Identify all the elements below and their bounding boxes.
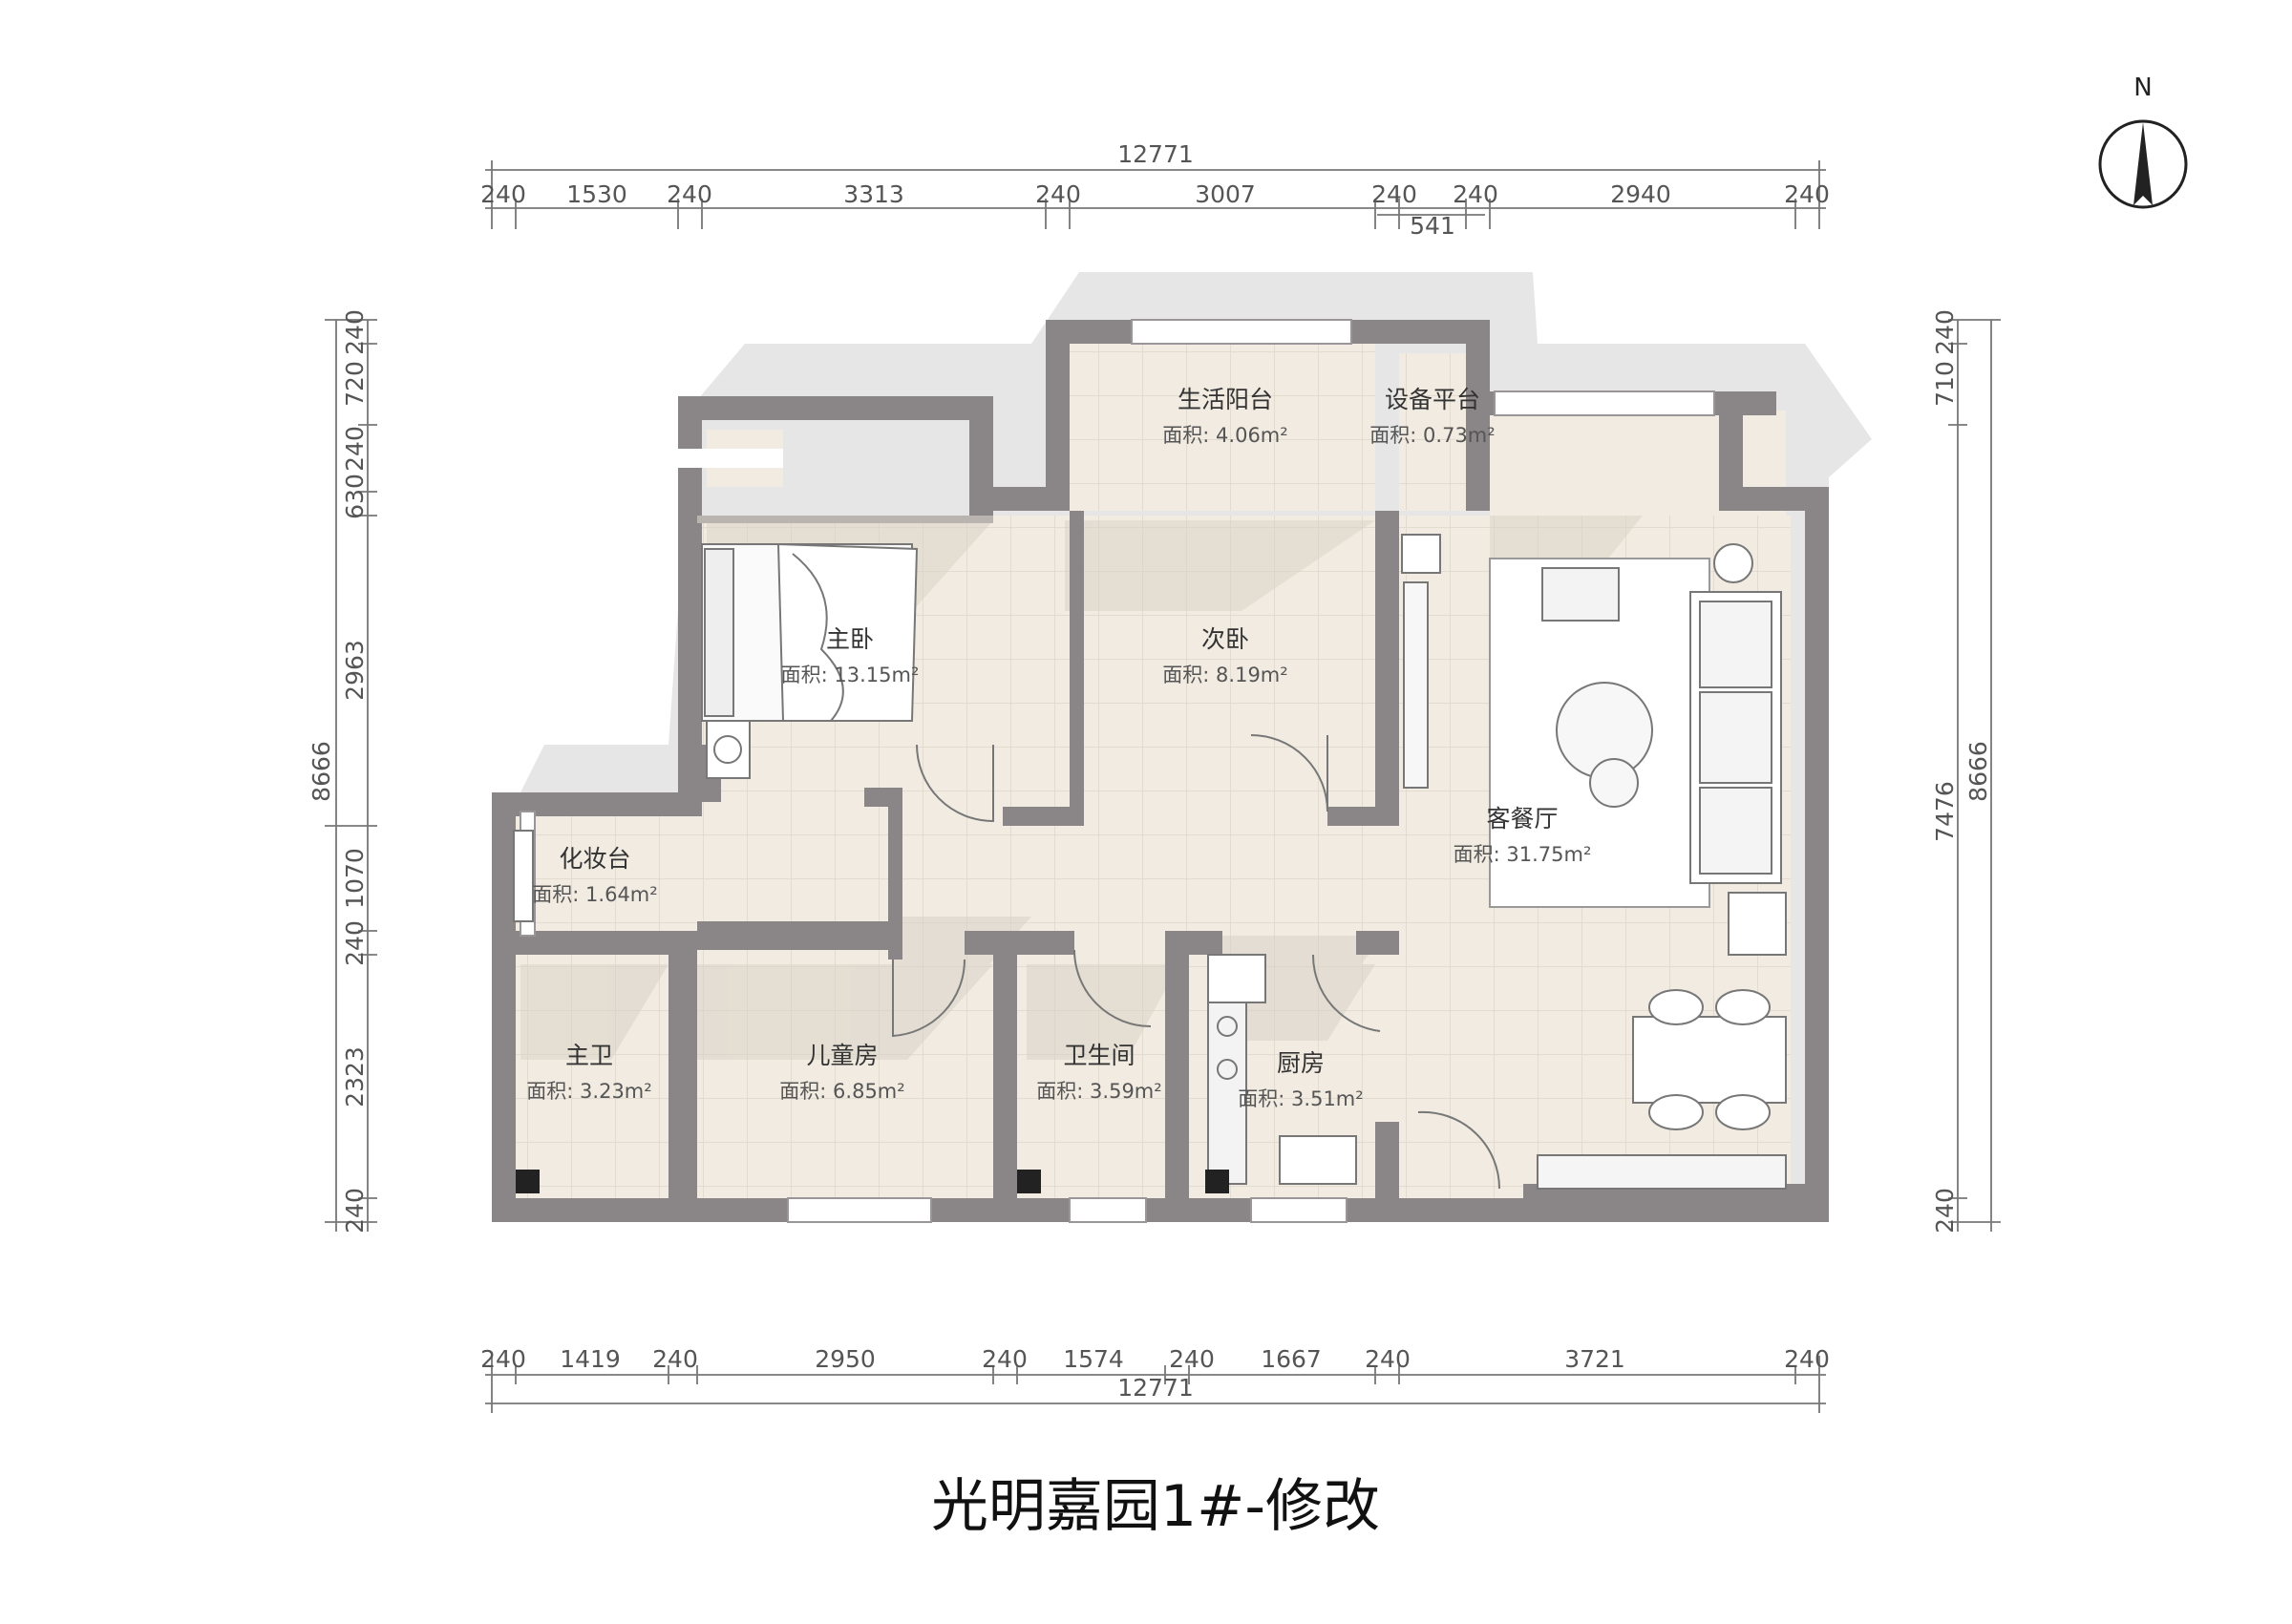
dim-label: 541 [1410,212,1455,240]
room-name: 主卧 [826,625,874,653]
doors [892,734,1501,1190]
dim-label: 12771 [1117,140,1194,168]
room-name: 厨房 [1277,1049,1325,1077]
dim-label: 240 [982,1345,1028,1373]
dim-label: 240 [1453,180,1498,208]
door-swing-icon [1417,1110,1501,1190]
dim-label: 8666 [308,741,335,802]
dim-label: 240 [1371,180,1417,208]
room-area: 面积: 3.51m² [1238,1087,1363,1110]
wardrobe-icon [1403,581,1429,789]
dim-label: 240 [1784,1345,1830,1373]
dim-label: 2940 [1610,180,1671,208]
room-area: 面积: 13.15m² [781,664,920,686]
room-name: 主卫 [565,1042,613,1069]
sofa-icon [1689,591,1782,884]
room-name: 卫生间 [1063,1042,1135,1069]
dim-label: 710 [1931,361,1959,407]
lamp-icon [1713,543,1753,583]
door-swing-icon [892,959,966,1038]
dim-label: 2963 [341,640,369,701]
dim-label: 240 [480,1345,526,1373]
room-name: 客餐厅 [1486,805,1558,833]
north-arrow-icon [2133,122,2153,205]
room-area: 面积: 4.06m² [1162,424,1287,447]
room-name: 生活阳台 [1178,386,1273,413]
dim-label: 240 [652,1345,698,1373]
dining-table-icon [1632,989,1787,1130]
dim-label: 240 [1931,1188,1959,1234]
room-name: 设备平台 [1385,386,1480,413]
compass-label: N [2133,74,2152,102]
toilet-markers [516,1170,1229,1193]
dimension-lines [335,169,1992,1404]
dim-label: 7476 [1931,781,1959,842]
room-area: 面积: 1.64m² [532,883,657,906]
dim-label: 1574 [1063,1345,1124,1373]
dim-label: 1667 [1261,1345,1322,1373]
room-area: 面积: 3.59m² [1036,1080,1161,1103]
dim-label: 8666 [1964,741,1992,802]
dim-label: 720 [341,361,369,407]
kitchen-counter-icon [1207,954,1357,1185]
dim-label: 240 [1784,180,1830,208]
dim-label: 1530 [566,180,627,208]
dim-label: 12771 [1117,1374,1194,1402]
room-area: 面积: 6.85m² [779,1080,904,1103]
cabinet-icon [1401,534,1441,574]
dim-label: 3313 [843,180,904,208]
room-area: 面积: 31.75m² [1454,843,1592,866]
dim-label: 2323 [341,1046,369,1107]
room-labels: 主卧 面积: 13.15m² 次卧 面积: 8.19m² 生活阳台 面积: 4.… [526,386,1591,1110]
dim-label: 3007 [1195,180,1256,208]
shoe-cabinet-icon [1537,1154,1787,1190]
room-area: 面积: 0.73m² [1369,424,1495,447]
toilet-icon [1017,1170,1041,1193]
side-table-icon [1728,892,1787,956]
dim-label: 630 [341,474,369,519]
dim-label: 240 [341,1188,369,1234]
dim-label: 240 [1169,1345,1215,1373]
bed-icon [701,542,919,722]
room-area: 面积: 8.19m² [1162,664,1287,686]
room-area: 面积: 3.23m² [526,1080,651,1103]
dim-label: 240 [1035,180,1081,208]
walls [492,320,1829,1222]
dim-label: 240 [667,180,712,208]
door-swing-icon [1073,949,1152,1027]
dim-label: 1419 [560,1345,621,1373]
compass: N [2098,74,2188,209]
toilet-icon [516,1170,540,1193]
compass-circle-icon [2098,119,2188,209]
door-swing-icon [916,744,994,823]
dim-label: 240 [1365,1345,1411,1373]
vanity-icon [513,830,534,922]
dimension-labels: 12771 240 1530 240 3313 240 3007 240 240… [308,140,1992,1402]
dim-label: 3721 [1564,1345,1625,1373]
armchair-icon [1541,567,1620,622]
dim-label: 2950 [815,1345,876,1373]
furniture [513,534,1787,1190]
door-swing-icon [1250,734,1328,812]
dim-label: 240 [341,920,369,966]
nightstand-icon [706,720,751,779]
toilet-icon [1205,1170,1229,1193]
dim-label: 240 [480,180,526,208]
plan-title: 光明嘉园1#-修改 [931,1473,1380,1540]
dim-label: 1070 [341,848,369,909]
room-name: 儿童房 [806,1042,878,1069]
door-swing-icon [1311,954,1381,1032]
dim-label: 240 [341,309,369,355]
dimension-ticks [325,160,2001,1413]
room-name: 次卧 [1201,625,1249,653]
dim-label: 240 [341,426,369,472]
dim-label: 240 [1931,309,1959,355]
room-name: 化妆台 [559,845,630,873]
